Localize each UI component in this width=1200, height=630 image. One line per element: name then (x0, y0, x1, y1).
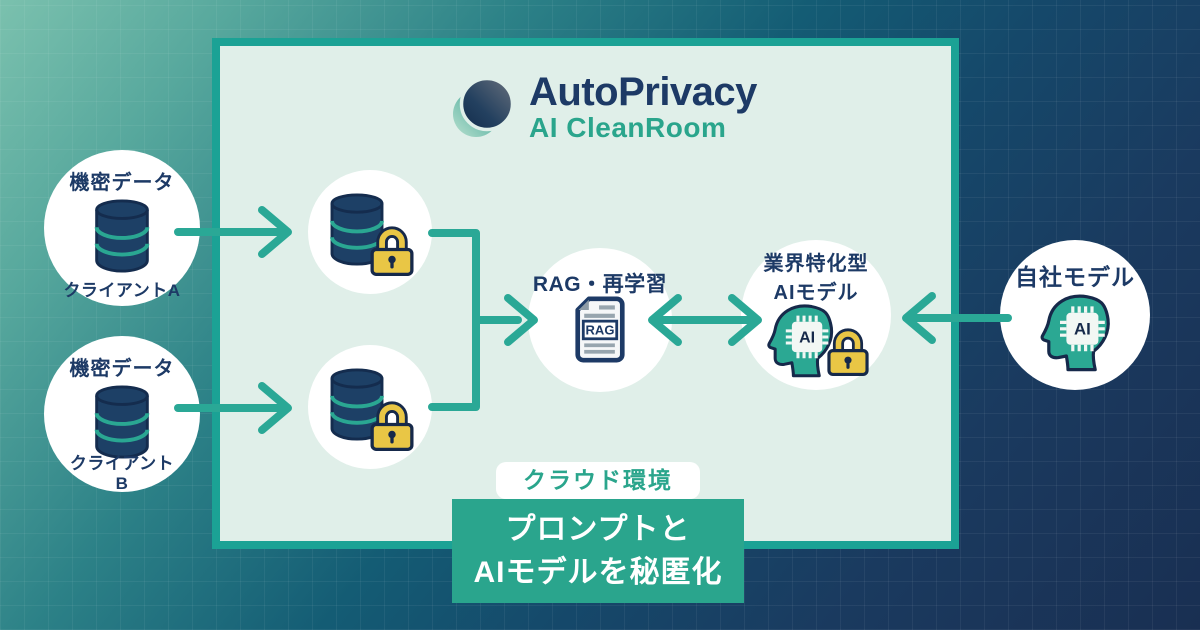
client-b-data-label: 機密データ (69, 358, 175, 380)
own-model-label: 自社モデル (1015, 264, 1135, 290)
client-b-name: クライアント B (44, 454, 200, 493)
ai-chip-text: AI (1074, 319, 1091, 338)
client-a-data-label: 機密データ (69, 172, 175, 194)
logo: AutoPrivacy AI CleanRoom (452, 72, 757, 144)
caption-line2: AIモデルを秘匿化 (473, 556, 723, 589)
client-b-node: 機密データ クライアント B (44, 336, 200, 493)
client-a-name: クライアントA (63, 281, 181, 300)
industry-ai-model-label-line2: AIモデル (773, 282, 859, 304)
logo-text: AutoPrivacy AI CleanRoom (529, 72, 757, 144)
padlock-icon (370, 226, 414, 276)
caption-box: プロンプトと AIモデルを秘匿化 (452, 499, 744, 603)
logo-title: AutoPrivacy (529, 70, 757, 114)
encrypted-database-1-node (308, 170, 432, 294)
database-icon (330, 368, 384, 441)
autoprivacy-logo-icon (453, 76, 515, 137)
logo-subtitle: AI CleanRoom (529, 111, 727, 143)
rag-node: RAG・再学習 RAG (528, 248, 672, 392)
own-model-node: 自社モデル AI (1000, 240, 1150, 390)
caption-line1: プロンプトと (505, 512, 691, 546)
database-icon (94, 199, 150, 273)
padlock-icon (370, 401, 414, 452)
cloud-environment-badge: クラウド環境 (496, 462, 700, 499)
industry-ai-model-node: 業界特化型 AIモデル AI (741, 240, 891, 390)
rag-doc-text: RAG (586, 323, 615, 338)
padlock-icon (827, 328, 869, 376)
industry-ai-model-label-line1: 業界特化型 (763, 253, 869, 275)
client-a-node: 機密データ クライアントA (44, 150, 200, 306)
encrypted-database-2-node (308, 345, 432, 469)
database-icon (94, 385, 150, 459)
rag-document-icon: RAG (575, 296, 625, 363)
ai-chip-text: AI (799, 329, 815, 346)
ai-head-icon: AI (767, 304, 834, 378)
client-b-name-line2: B (115, 473, 129, 493)
ai-head-icon: AI (1040, 294, 1110, 372)
rag-label: RAG・再学習 (532, 273, 668, 296)
client-b-name-line1: クライアント (69, 454, 175, 473)
industry-ai-model-label: 業界特化型 AIモデル (741, 250, 891, 308)
